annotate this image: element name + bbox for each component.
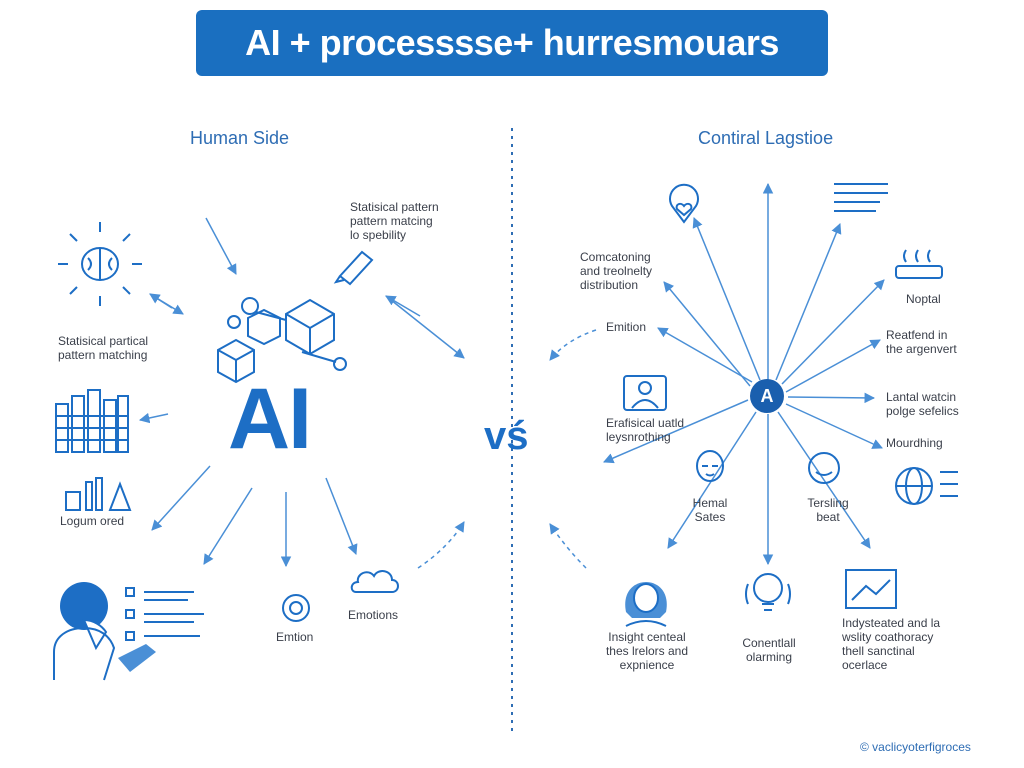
emotions-label: Emotions	[348, 608, 399, 622]
logum-label: Logum ored	[60, 514, 125, 528]
indy-label-3: thell sanctinal	[842, 644, 915, 658]
conent-label-2: olarming	[745, 650, 793, 664]
hub-node	[750, 379, 784, 413]
woman-icon	[625, 582, 667, 627]
pen-icon	[333, 250, 374, 286]
insight-label-3: expnience	[619, 658, 675, 672]
logum-icon	[65, 477, 132, 511]
title-banner: AI + processsse+ hurresmouars	[196, 10, 828, 76]
stat-pattern-label-3: lo spebility	[350, 228, 407, 242]
globe-icon	[895, 467, 958, 505]
stat-pattern-label-2: pattern matcing	[350, 214, 433, 228]
lantal-label-1: Lantal watcin	[886, 390, 957, 404]
brain-icon	[58, 222, 142, 306]
lightbulb-icon	[745, 573, 791, 611]
right-side-heading: Contiral Lagstioe	[698, 128, 834, 148]
bar-chart-icon	[55, 389, 129, 453]
indy-label-2: wslity coathoracy	[842, 630, 934, 644]
tersing-label-1: Tersling	[807, 496, 849, 510]
emition-label: Emition	[606, 320, 647, 334]
footer-credit: © vaclicyoterfigroces	[860, 740, 971, 754]
comc-label-3: distribution	[580, 278, 639, 292]
vs-label: vś	[484, 414, 529, 458]
comc-label-2: and treolnelty	[580, 264, 653, 278]
person-icon	[53, 582, 204, 681]
noptal-label: Noptal	[906, 292, 941, 306]
emotion-icon	[282, 594, 310, 622]
location-heart-icon	[669, 183, 699, 224]
emotion-label: Emtion	[276, 630, 314, 644]
trend-chart-icon	[845, 569, 897, 609]
comc-label-1: Comcatoning	[580, 250, 651, 264]
cloud-icon	[350, 570, 399, 593]
stat-partical-label-1: Statisical partical	[58, 334, 149, 348]
insight-label-1: Insight centeal	[608, 630, 686, 644]
conent-label-1: Conentlall	[742, 636, 796, 650]
erf-label-1: Erafisical uatld	[606, 416, 685, 430]
cubes-icon	[217, 297, 347, 384]
hub-label: A	[760, 386, 774, 406]
indy-label-1: Indysteated and la	[842, 616, 941, 630]
photo-person-icon	[623, 375, 667, 411]
indy-label-4: ocerlace	[842, 658, 888, 672]
smile-face-icon	[808, 452, 840, 484]
real-label-2: the argenvert	[886, 342, 957, 356]
hemal-label-1: Hemal	[692, 496, 728, 510]
insight-label-2: thes lrelors and	[605, 644, 689, 658]
page-title: AI + processsse+ hurresmouars	[245, 22, 779, 63]
heater-icon	[895, 249, 943, 279]
real-label-1: Reatfend in	[886, 328, 948, 342]
mourd-label: Mourdhing	[886, 436, 943, 450]
text-lines-icon	[834, 183, 888, 212]
stat-partical-label-2: pattern matching	[58, 348, 148, 362]
erf-label-2: leysnrothing	[606, 430, 671, 444]
hemal-label-2: Sates	[694, 510, 726, 524]
stat-pattern-label-1: Statisical pattern	[350, 200, 439, 214]
ai-big-label: AI	[228, 371, 312, 467]
tersing-label-2: beat	[816, 510, 840, 524]
human-side-heading: Human Side	[190, 128, 290, 148]
lantal-label-2: polge sefelics	[886, 404, 959, 418]
bald-face-icon	[696, 450, 724, 482]
